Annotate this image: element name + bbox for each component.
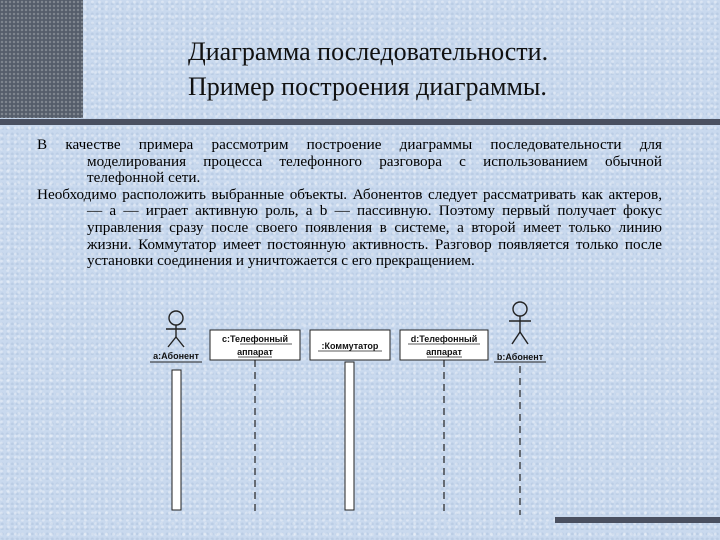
title-line-2: Пример построения диаграммы. <box>188 72 547 101</box>
object-phone-d-label-2: аппарат <box>426 347 462 357</box>
body-text: В качестве примера рассмотрим построение… <box>37 136 662 270</box>
actor-a-icon <box>166 310 186 348</box>
object-phone-c-label-1: c:Телефонный <box>222 334 288 344</box>
decorative-bottom-bar <box>555 517 720 523</box>
actor-a-label: a:Абонент <box>153 351 199 361</box>
paragraph-2: Необходимо расположить выбранные объекты… <box>37 185 662 270</box>
object-switch-label: :Коммутатор <box>322 341 379 351</box>
actor-b-label: b:Абонент <box>497 352 544 362</box>
object-switch-box <box>309 329 391 361</box>
object-phone-d-label-1: d:Телефонный <box>411 334 478 344</box>
actor-b-icon <box>509 301 531 345</box>
object-switch-activation-bar <box>344 361 355 511</box>
title-line-1: Диаграмма последовательности. <box>188 37 549 66</box>
actor-a-activation-bar <box>171 369 182 511</box>
object-phone-d-box <box>399 329 489 361</box>
paragraph-1: В качестве примера рассмотрим построение… <box>37 136 662 187</box>
object-phone-c-label-2: аппарат <box>237 347 273 357</box>
object-phone-c-box <box>209 329 301 361</box>
slide-title: Диаграмма последовательности. Пример пос… <box>188 34 668 104</box>
decorative-corner-block <box>0 0 83 118</box>
decorative-divider-bar <box>0 119 720 125</box>
